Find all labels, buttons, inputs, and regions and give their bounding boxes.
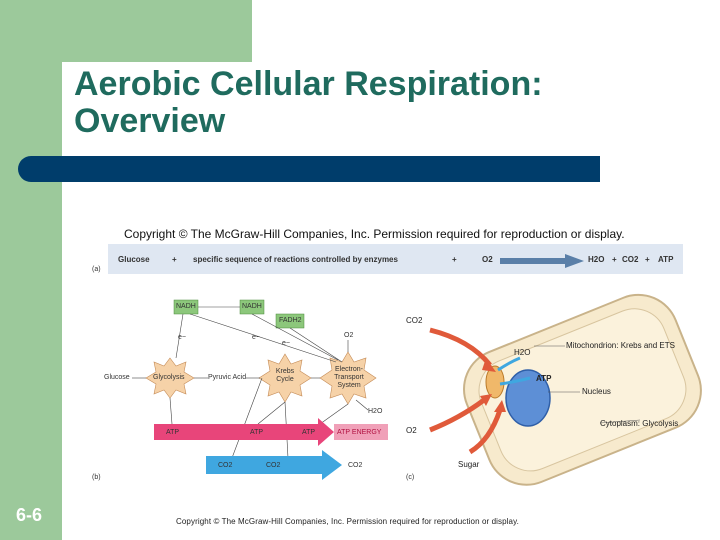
top-accent-block	[62, 0, 252, 62]
mitochondrion-label: Mitochondrion: Krebs and ETS	[566, 341, 675, 350]
eq-glucose: Glucose	[118, 255, 150, 264]
co2-label-c: CO2	[406, 316, 423, 325]
h2o-label-b: H2O	[368, 408, 383, 415]
o2-in-arrow	[429, 397, 486, 433]
eq-plus-1: +	[172, 255, 177, 264]
eq-plus-3: +	[612, 255, 617, 264]
atp-arrow	[154, 418, 334, 446]
eq-reactions: specific sequence of reactions controlle…	[193, 255, 398, 264]
eq-co2: CO2	[622, 255, 639, 264]
sugar-label: Sugar	[458, 460, 480, 469]
slide-title: Aerobic Cellular Respiration: Overview	[74, 66, 543, 140]
co2-label-1: CO2	[218, 462, 233, 469]
h2o-out-arrow	[497, 356, 521, 372]
atp-label-1: ATP	[166, 429, 180, 436]
nucleus-shape	[505, 369, 551, 427]
figure-copyright: Copyright © The McGraw-Hill Companies, I…	[124, 227, 625, 241]
plant-cell	[463, 293, 702, 486]
nadh-label-1: NADH	[176, 303, 196, 310]
fadh2-label: FADH2	[279, 317, 302, 324]
atp-out-arrow	[499, 376, 531, 386]
cytoplasm-label: Cytoplasm: Glycolysis	[600, 419, 679, 428]
title-divider-bar	[18, 156, 600, 182]
nucleus-label: Nucleus	[582, 387, 611, 396]
glycolysis-label: Glycolysis	[153, 374, 185, 381]
sugar-in-arrow	[468, 409, 503, 455]
part-c-label: (c)	[406, 474, 415, 481]
eq-o2: O2	[482, 255, 493, 264]
krebs-cycle-label: Krebs Cycle	[275, 368, 295, 383]
equation-bar	[108, 244, 683, 274]
nadh-label-2: NADH	[242, 303, 262, 310]
electron-label-3: e−	[282, 340, 290, 347]
atp-label-2: ATP	[250, 429, 264, 436]
atp-energy-label: ATP ENERGY	[337, 429, 382, 436]
eq-atp: ATP	[658, 255, 674, 264]
electron-label-2: e−	[252, 334, 260, 341]
eq-plus-4: +	[645, 255, 650, 264]
co2-label-2: CO2	[266, 462, 281, 469]
title-line-2: Overview	[74, 102, 226, 140]
h2o-label-c: H2O	[514, 348, 531, 357]
leader-lines	[534, 345, 641, 424]
atp-label-c: ATP	[536, 374, 552, 383]
part-a-label: (a)	[92, 266, 101, 273]
title-area	[62, 62, 720, 157]
pathway-arrows	[132, 306, 369, 459]
title-line-1: Aerobic Cellular Respiration:	[74, 65, 543, 103]
o2-label-c: O2	[406, 426, 417, 435]
equation-arrow	[500, 254, 584, 268]
o2-label-b: O2	[344, 332, 354, 339]
footer-copyright: Copyright © The McGraw-Hill Companies, I…	[176, 517, 519, 526]
co2-arrow	[206, 450, 342, 480]
atp-label-3: ATP	[302, 429, 316, 436]
pyruvic-acid-label: Pyruvic Acid	[208, 374, 247, 381]
eq-plus-2: +	[452, 255, 457, 264]
glucose-label-b: Glucose	[104, 374, 130, 381]
part-b-label: (b)	[92, 474, 101, 481]
eq-h2o: H2O	[588, 255, 605, 264]
page-number: 6-6	[16, 505, 43, 525]
atp-energy-box	[334, 424, 388, 440]
ets-label: Electron-Transport System	[334, 366, 364, 389]
co2-label-3: CO2	[348, 462, 363, 469]
sidebar-band	[0, 0, 62, 540]
electron-label-1: e−	[178, 334, 186, 341]
